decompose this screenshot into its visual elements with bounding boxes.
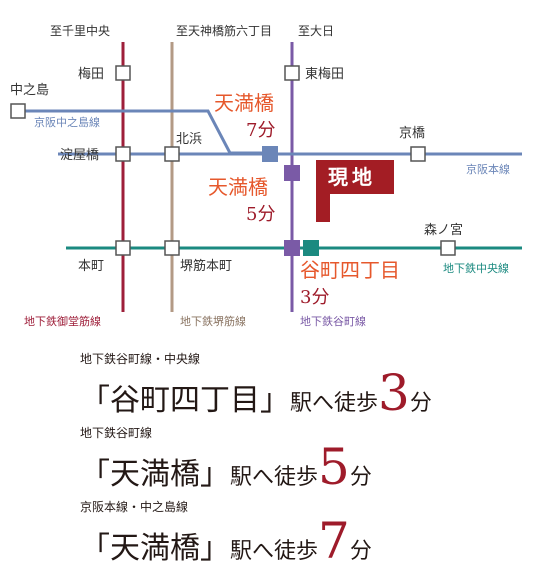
site-label-box — [316, 160, 394, 194]
access-minutes-unit: 分 — [349, 465, 372, 490]
higashi-umeda-label: 東梅田 — [305, 66, 344, 82]
access-station-name: 天満橋 — [110, 457, 200, 492]
tanimachi4-name: 谷町四丁目 — [300, 258, 400, 282]
site-pin — [316, 192, 330, 222]
tanimachi4-tanimachi-marker — [284, 240, 300, 256]
yodoyabashi-label: 淀屋橋 — [60, 148, 99, 163]
open-bracket: 「 — [80, 457, 110, 492]
yodoyabashi-station-marker — [115, 146, 131, 162]
morinomiya-station-marker — [440, 240, 456, 256]
kyobashi-station-marker — [410, 146, 426, 162]
close-bracket: 」 — [200, 457, 230, 492]
higashi-umeda-station-marker — [284, 65, 300, 81]
access-minutes: 5 — [318, 438, 350, 496]
open-bracket: 「 — [80, 383, 110, 418]
open-bracket: 「 — [80, 531, 110, 566]
tenmabashi-keihan-marker — [262, 146, 278, 162]
sakaisuji-line-label: 地下鉄堺筋線 — [180, 314, 246, 328]
direction-senri-chuo: 至千里中央 — [50, 23, 110, 38]
access-minutes-unit: 分 — [409, 391, 432, 416]
tanimachi4-time: 3分 — [300, 287, 329, 308]
access-walk-suffix: 駅へ徒歩 — [290, 391, 379, 416]
tanimachi-line-label: 地下鉄谷町線 — [300, 314, 366, 328]
nakanoshima-station-marker — [10, 103, 26, 119]
tenmabashi-lower-time: 5分 — [246, 204, 275, 225]
kitahama-label: 北浜 — [176, 132, 202, 147]
tenmabashi-lower-name: 天満橋 — [208, 175, 268, 199]
site-label: 現地 — [328, 165, 376, 189]
kyobashi-label: 京橋 — [399, 126, 425, 141]
hommachi-station-marker — [115, 240, 131, 256]
access-walk-time: 「天満橋」駅へ徒歩5分 — [80, 442, 372, 492]
kitahama-station-marker — [164, 146, 180, 162]
access-station-name: 天満橋 — [110, 531, 200, 566]
nakanoshima-label: 中之島 — [10, 83, 49, 98]
access-walk-time: 「谷町四丁目」駅へ徒歩3分 — [80, 368, 432, 418]
close-bracket: 」 — [200, 531, 230, 566]
tenmabashi-upper-time: 7分 — [246, 120, 275, 141]
access-minutes: 7 — [318, 512, 350, 570]
direction-tenjinbashi: 至天神橋筋六丁目 — [176, 23, 272, 38]
sakaisuji-hommachi-station-marker — [164, 240, 180, 256]
chuo-line-label: 地下鉄中央線 — [443, 261, 509, 275]
access-walk-suffix: 駅へ徒歩 — [230, 465, 319, 490]
access-minutes-unit: 分 — [349, 539, 372, 564]
access-station-name: 谷町四丁目 — [110, 383, 260, 418]
midosuji-line-label: 地下鉄御堂筋線 — [24, 314, 101, 328]
access-walk-time: 「天満橋」駅へ徒歩7分 — [80, 516, 372, 566]
access-line-name: 地下鉄谷町線 — [80, 426, 153, 440]
access-minutes: 3 — [378, 364, 410, 422]
keihan-nakanoshima-line-label: 京阪中之島線 — [34, 115, 100, 129]
umeda-station-marker — [115, 65, 131, 81]
hommachi-label: 本町 — [78, 259, 104, 274]
access-walk-suffix: 駅へ徒歩 — [230, 539, 319, 564]
keihan-main-line-label: 京阪本線 — [466, 162, 510, 176]
access-line-name: 京阪本線・中之島線 — [80, 500, 189, 514]
tanimachi4-chuo-marker — [303, 240, 319, 256]
tenmabashi-upper-name: 天満橋 — [214, 91, 274, 115]
tenmabashi-tanimachi-marker — [284, 165, 300, 181]
direction-dainichi: 至大日 — [298, 24, 334, 38]
sakaisuji-hommachi-label: 堺筋本町 — [180, 258, 232, 274]
access-line-name: 地下鉄谷町線・中央線 — [80, 352, 201, 366]
umeda-label: 梅田 — [78, 67, 104, 82]
morinomiya-label: 森ノ宮 — [424, 222, 463, 238]
close-bracket: 」 — [260, 383, 290, 418]
route-map: 至千里中央 至天神橋筋六丁目 至大日 梅田 東梅田 中之島 北浜 淀屋橋 京橋 … — [10, 23, 522, 328]
